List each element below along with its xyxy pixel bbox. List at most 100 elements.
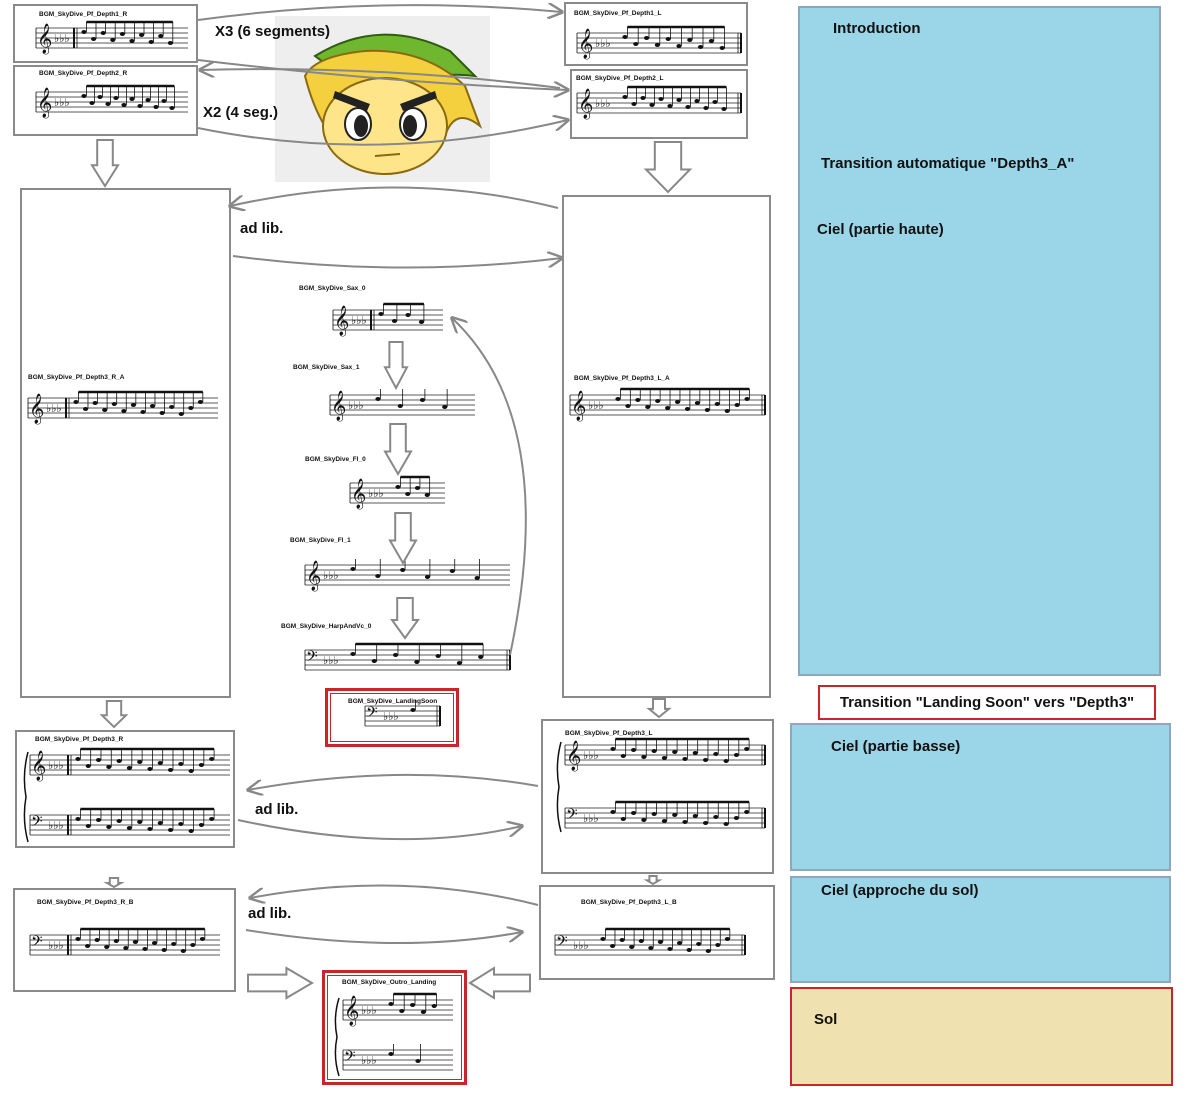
fat-arrow-down-fl1: [390, 597, 420, 640]
svg-text:♭♭♭: ♭♭♭: [588, 399, 604, 412]
svg-text:♭♭♭: ♭♭♭: [361, 1004, 377, 1017]
block-depth2-r: BGM_SkyDive_Pf_Depth2_R: [13, 65, 198, 136]
arrow-adlib-low-forward: [245, 930, 522, 945]
svg-text:♭♭♭: ♭♭♭: [383, 710, 399, 723]
block-outro-landing: BGM_SkyDive_Outro_Landing: [322, 970, 467, 1085]
fat-arrow-right-outro: [247, 966, 314, 1000]
zone-ciel-approche: Ciel (approche du sol): [790, 876, 1171, 983]
fat-arrow-down-right-mid: [646, 698, 672, 719]
staff-depth3-l-b: 𝄢♭♭♭: [554, 927, 746, 956]
svg-text:𝄞: 𝄞: [578, 88, 593, 120]
svg-text:𝄞: 𝄞: [29, 393, 44, 425]
transition-landing-legend: Transition "Landing Soon" vers "Depth3": [818, 685, 1156, 720]
svg-text:𝄢: 𝄢: [556, 933, 568, 954]
block-label: BGM_SkyDive_Pf_Depth3_L: [565, 730, 653, 737]
fat-arrow-down-fl0: [388, 512, 418, 565]
svg-text:𝄞: 𝄞: [571, 390, 586, 422]
fat-arrow-down-right-low: [643, 875, 663, 886]
block-label: BGM_SkyDive_Pf_Depth2_L: [576, 75, 664, 82]
staff-brace: [334, 997, 340, 1077]
svg-text:𝄞: 𝄞: [331, 390, 346, 422]
staff-depth2-r: 𝄞♭♭♭: [35, 84, 188, 119]
block-label: BGM_SkyDive_Pf_Depth3_L_A: [574, 375, 670, 382]
svg-text:♭♭♭: ♭♭♭: [323, 654, 339, 667]
svg-text:𝄢: 𝄢: [344, 1048, 356, 1069]
fat-arrow-down-left-top: [90, 139, 120, 188]
block-sax-0-label: BGM_SkyDive_Sax_0: [299, 285, 366, 292]
arrow-loop-x2-top: [200, 69, 561, 89]
staff-outro-bass: 𝄢 ♭♭♭: [342, 1044, 453, 1071]
staff-depth3-r-a: 𝄞♭♭♭: [27, 390, 218, 425]
zone-title-introduction: Introduction: [833, 20, 921, 37]
adlib-annotation-2: ad lib.: [255, 801, 299, 818]
svg-text:♭♭♭: ♭♭♭: [595, 97, 611, 110]
block-depth2-l: BGM_SkyDive_Pf_Depth2_L: [570, 69, 748, 139]
staff-brace: [23, 751, 29, 843]
adlib-annotation-1: ad lib.: [240, 220, 284, 237]
svg-text:𝄞: 𝄞: [306, 560, 321, 592]
svg-text:𝄢: 𝄢: [31, 813, 43, 834]
zone-ciel-basse: Ciel (partie basse): [790, 723, 1171, 871]
arrow-adlib-top-back: [230, 186, 559, 208]
staff-depth3-r-treble: 𝄞♭♭♭: [29, 747, 230, 782]
arrow-loop-x3-top: [197, 5, 562, 21]
block-label: BGM_SkyDive_Pf_Depth2_R: [39, 70, 128, 77]
staff-sax-0: 𝄞♭♭♭: [332, 302, 443, 337]
block-fl-0-label: BGM_SkyDive_Fl_0: [305, 456, 366, 463]
svg-text:♭♭♭: ♭♭♭: [48, 819, 64, 832]
staff-harp-vc-0: 𝄢 ♭♭♭: [304, 642, 511, 671]
svg-text:𝄢: 𝄢: [366, 704, 378, 725]
svg-text:𝄢: 𝄢: [306, 648, 318, 669]
svg-text:♭♭♭: ♭♭♭: [583, 812, 599, 825]
arrow-adlib-low-back: [250, 884, 539, 906]
svg-text:♭♭♭: ♭♭♭: [323, 569, 339, 582]
svg-text:♭♭♭: ♭♭♭: [351, 314, 367, 327]
block-depth3-l-a: BGM_SkyDive_Pf_Depth3_L_A: [562, 195, 771, 698]
arrow-loop-x3-return: [197, 59, 568, 90]
fat-arrow-down-left-mid: [99, 700, 129, 729]
staff-sax-1: 𝄞♭♭♭: [329, 389, 475, 422]
svg-text:𝄞: 𝄞: [31, 750, 46, 782]
block-label: BGM_SkyDive_Pf_Depth1_L: [574, 10, 662, 17]
block-label: BGM_SkyDive_Pf_Depth3_R: [35, 736, 124, 743]
svg-text:♭♭♭: ♭♭♭: [54, 32, 70, 45]
arrow-center-loop: [452, 318, 527, 656]
svg-text:♭♭♭: ♭♭♭: [361, 1054, 377, 1067]
staff-depth3-l-treble: 𝄞♭♭♭: [564, 737, 766, 772]
svg-text:𝄞: 𝄞: [37, 23, 52, 55]
zone-ciel-haute: Introduction Transition automatique "Dep…: [798, 6, 1161, 676]
staff-depth3-l-bass: 𝄢♭♭♭: [564, 800, 766, 829]
arrow-loop-x2-return: [197, 120, 568, 146]
svg-text:♭♭♭: ♭♭♭: [368, 487, 384, 500]
svg-text:♭♭♭: ♭♭♭: [348, 399, 364, 412]
svg-text:♭♭♭: ♭♭♭: [46, 402, 62, 415]
fat-arrow-down-left-low: [103, 877, 125, 889]
svg-text:𝄢: 𝄢: [31, 933, 43, 954]
staff-depth2-l: 𝄞♭♭♭: [576, 85, 742, 120]
fat-arrow-down-sax: [383, 341, 409, 391]
fat-arrow-down-right-top: [643, 141, 693, 194]
adlib-annotation-3: ad lib.: [248, 905, 292, 922]
block-depth3-r-a: BGM_SkyDive_Pf_Depth3_R_A: [20, 188, 231, 698]
staff-depth3-r-bass: 𝄢 ♭♭♭: [29, 807, 230, 836]
block-label: BGM_SkyDive_Pf_Depth3_R_B: [37, 899, 134, 906]
block-depth1-l: BGM_SkyDive_Pf_Depth1_L: [564, 2, 748, 66]
svg-text:𝄞: 𝄞: [351, 478, 366, 510]
fat-arrow-left-outro: [468, 966, 531, 1000]
block-label: BGM_SkyDive_LandingSoon: [348, 698, 438, 705]
block-label: BGM_SkyDive_Outro_Landing: [342, 979, 437, 986]
arrow-adlib-mid-back: [248, 773, 539, 790]
zone-title-ciel-haute: Ciel (partie haute): [817, 221, 944, 238]
staff-outro-treble: 𝄞♭♭♭: [342, 992, 453, 1027]
zone-title-transition-auto: Transition automatique "Depth3_A": [821, 155, 1075, 172]
staff-fl-0: 𝄞♭♭♭: [349, 475, 445, 510]
staff-depth3-l-a: 𝄞♭♭♭: [569, 387, 766, 422]
block-sax-1-label: BGM_SkyDive_Sax_1: [293, 364, 360, 371]
staff-fl-1: 𝄞♭♭♭: [304, 559, 510, 592]
svg-text:𝄞: 𝄞: [344, 995, 359, 1027]
zone-title-ciel-approche: Ciel (approche du sol): [821, 882, 979, 899]
zone-title-ciel-basse: Ciel (partie basse): [831, 738, 961, 755]
svg-text:♭♭♭: ♭♭♭: [54, 96, 70, 109]
block-depth3-l-b: BGM_SkyDive_Pf_Depth3_L_B: [539, 885, 775, 980]
